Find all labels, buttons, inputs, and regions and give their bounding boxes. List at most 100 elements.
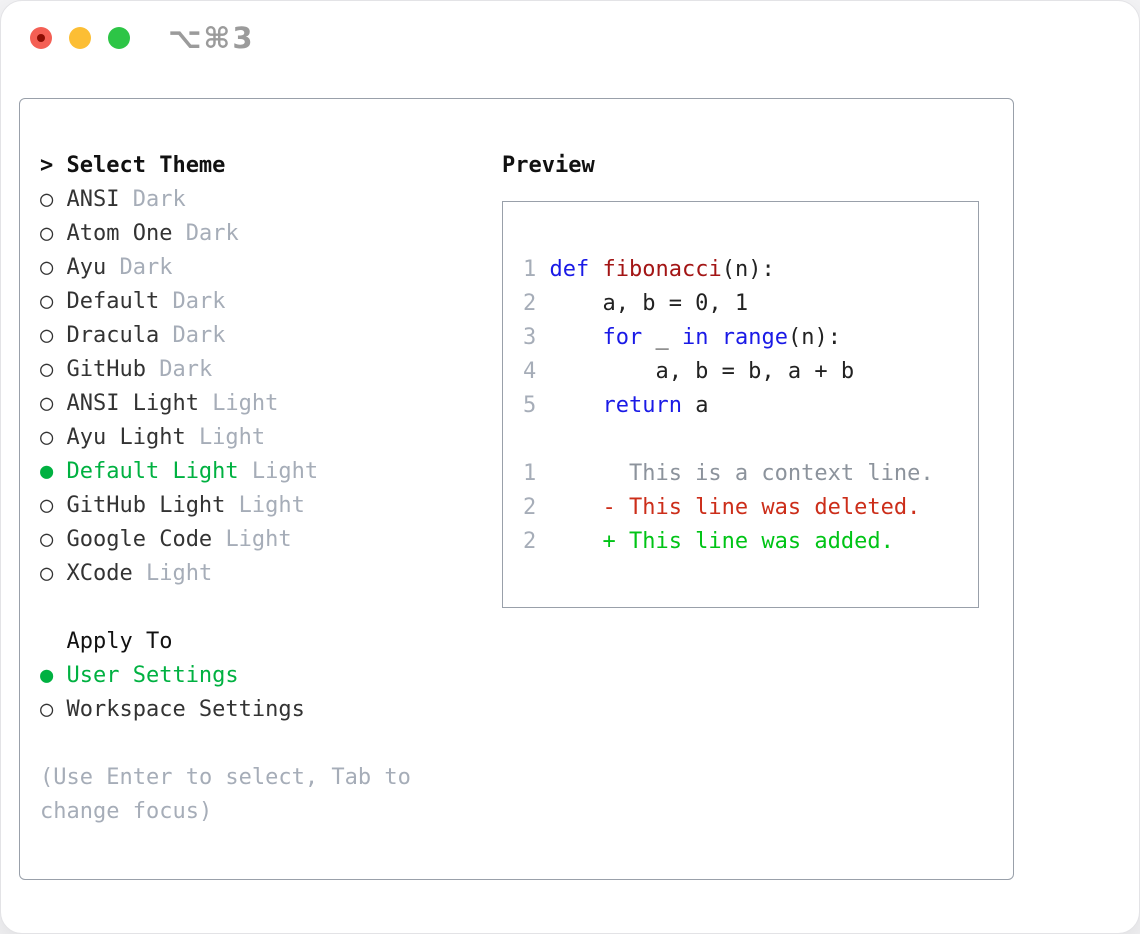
code-token-plain: a, b = b, a + b [549,359,855,384]
theme-name: Default [66,289,173,314]
theme-option-google-code[interactable]: ○Google Code Light [40,523,502,557]
theme-option-ansi-light[interactable]: ○ANSI Light Light [40,387,502,421]
theme-variant-badge: Light [198,425,266,450]
keyboard-hint: (Use Enter to select, Tab to change focu… [40,765,411,824]
code-line: 5 return a [523,389,978,423]
code-token-keyword: def [549,257,590,282]
code-line [523,423,978,457]
radio-unselected-icon: ○ [40,323,54,348]
code-line: 1 def fibonacci(n): [523,253,978,287]
radio-unselected-icon: ○ [40,357,54,382]
theme-variant-badge: Dark [159,357,213,382]
radio-unselected-icon: ○ [40,187,54,212]
theme-name: Default Light [66,459,252,484]
theme-name: ANSI [66,187,133,212]
apply-to-label: Apply To [66,629,173,654]
code-token-context: This is a context line. [549,461,934,486]
radio-unselected-icon: ○ [40,697,54,722]
code-line: 1 This is a context line. [523,457,978,491]
radio-unselected-icon: ○ [40,493,54,518]
theme-variant-badge: Light [238,493,305,518]
window-title-shortcut: ⌥⌘3 [168,21,255,55]
theme-variant-badge: Dark [172,289,226,314]
select-theme-header-label: Select Theme [66,153,226,178]
theme-name: ANSI Light [66,391,213,416]
theme-option-xcode[interactable]: ○XCode Light [40,557,502,591]
code-line: 2 - This line was deleted. [523,491,978,525]
code-token-added: + This line was added. [549,529,894,554]
theme-list: ○ ANSI Dark ○ Atom One Dark ○ Ayu Dark ○ Defaul… [40,183,502,591]
line-number: 2 [523,495,537,520]
apply-option-label: Workspace Settings [66,697,305,722]
code-token-keyword: return [602,393,682,418]
code-line: 2 + This line was added. [523,525,978,559]
theme-variant-badge: Dark [172,323,226,348]
radio-unselected-icon: ○ [40,221,54,246]
theme-option-github[interactable]: ○ GitHub Dark [40,353,502,387]
line-number: 2 [523,529,537,554]
spacer [40,727,502,761]
theme-name: Ayu [66,255,120,280]
radio-unselected-icon: ○ [40,289,54,314]
theme-variant-badge: Dark [119,255,173,280]
code-token-function: fibonacci [602,257,722,282]
code-line: 3 for _ in range(n): [523,321,978,355]
apply-option-label: User Settings [66,663,239,688]
theme-option-default-light[interactable]: ● Default Light Light [40,455,502,489]
code-token-plain [589,257,602,282]
radio-selected-icon: ● [40,459,54,484]
theme-name: GitHub Light [66,493,239,518]
code-token-plain: _ [642,325,682,350]
theme-option-default[interactable]: ○ Default Dark [40,285,502,319]
theme-variant-badge: Dark [132,187,186,212]
preview-header: Preview [502,153,595,178]
apply-option-workspace-settings[interactable]: ○ Workspace Settings [40,693,502,727]
radio-unselected-icon: ○ [40,255,54,280]
theme-option-dracula[interactable]: ○Dracula Dark [40,319,502,353]
theme-list-column: >Select Theme ○ANSI Dark○Atom One Dark○A… [40,149,502,879]
theme-picker-panel: >Select Theme ○ANSI Dark○Atom One Dark○A… [19,98,1014,880]
theme-variant-badge: Light [225,527,292,552]
code-line: 4 a, b = b, a + b [523,355,978,389]
spacer [40,591,502,625]
apply-option-user-settings[interactable]: ●User Settings [40,659,502,693]
line-number: 1 [523,257,537,282]
theme-name: Atom One [66,221,186,246]
radio-unselected-icon: ○ [40,425,54,450]
theme-name: GitHub [66,357,160,382]
line-number: 5 [523,393,537,418]
code-token-plain: a, b = 0, 1 [549,291,749,316]
code-token-plain [549,325,602,350]
code-token-plain [708,325,721,350]
code-token-plain: a [681,393,709,418]
theme-name: Ayu Light [66,425,199,450]
theme-option-ayu[interactable]: ○ Ayu Dark [40,251,502,285]
theme-option-ansi[interactable]: ○ ANSI Dark [40,183,502,217]
theme-option-ayu-light[interactable]: ○ Ayu Light Light [40,421,502,455]
theme-option-atom-one[interactable]: ○ Atom One Dark [40,217,502,251]
line-number: 2 [523,291,537,316]
close-button[interactable] [30,27,52,49]
line-number: 4 [523,359,537,384]
theme-name: Google Code [66,527,226,552]
theme-option-github-light[interactable]: ○ GitHub Light Light [40,489,502,523]
apply-to-list: ●User Settings ○ Workspace Settings [40,659,502,727]
theme-variant-badge: Light [212,391,279,416]
cursor-icon: > [40,153,54,178]
theme-variant-badge: Light [251,459,319,484]
theme-variant-badge: Dark [185,221,239,246]
theme-variant-badge: Light [145,561,213,586]
code-token-plain: (n): [721,257,775,282]
code-token-keyword: for [602,325,643,350]
minimize-button[interactable] [69,27,91,49]
code-token-plain [549,393,602,418]
zoom-button[interactable] [108,27,130,49]
code-token-deleted: - This line was deleted. [549,495,921,520]
code-token-plain: (n): [787,325,841,350]
code-token-keyword: in [681,325,709,350]
select-theme-header: > Select Theme [40,149,502,183]
line-number: 3 [523,325,537,350]
